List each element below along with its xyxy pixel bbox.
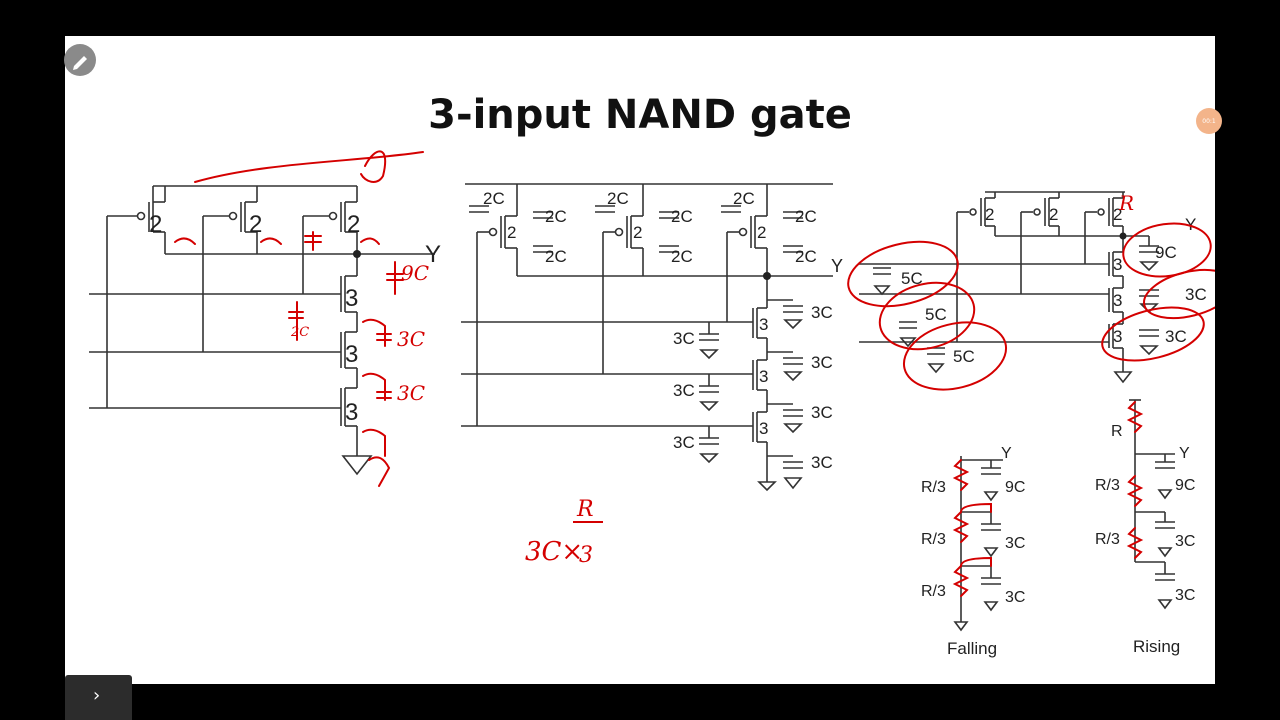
falling-resistor-3: R/3 bbox=[921, 583, 946, 600]
falling-rc-model bbox=[953, 456, 1003, 632]
rising-cap-3: 3C bbox=[1175, 587, 1195, 604]
right-pmos-width-2: 2 bbox=[1049, 205, 1058, 224]
right-input-cap-3: 5C bbox=[953, 347, 975, 366]
middle-schematic bbox=[461, 183, 833, 492]
mid-gate-cap-3: 3C bbox=[673, 433, 695, 452]
falling-caption: Falling bbox=[947, 639, 997, 658]
rising-cap-1: 9C bbox=[1175, 477, 1195, 494]
left-output-y: Y bbox=[425, 241, 441, 268]
mid-nmos-width-2: 3 bbox=[759, 367, 768, 386]
ink-formula-denominator: 3 bbox=[579, 543, 593, 568]
right-nmos-width-1: 3 bbox=[1113, 255, 1122, 274]
mid-nmos-width-3: 3 bbox=[759, 419, 768, 438]
ink-label-9c: 9C bbox=[401, 261, 429, 285]
mid-gate-cap-1: 3C bbox=[673, 329, 695, 348]
falling-cap-3: 3C bbox=[1005, 589, 1025, 606]
ink-formula-numerator: R bbox=[576, 497, 594, 522]
mid-pmos-width-3: 2 bbox=[757, 223, 766, 242]
right-input-cap-1: 5C bbox=[901, 269, 923, 288]
falling-cap-1: 9C bbox=[1005, 479, 1025, 496]
mid-node-cap-3: 3C bbox=[811, 403, 833, 422]
falling-resistor-1: R/3 bbox=[921, 479, 946, 496]
mid-cap-8: 2C bbox=[795, 207, 817, 226]
mid-cap-1: 2C bbox=[483, 189, 505, 208]
rising-caption: Rising bbox=[1133, 637, 1180, 656]
rising-cap-2: 3C bbox=[1175, 533, 1195, 550]
ink-formula: 3C× bbox=[525, 537, 583, 567]
mid-node-cap-1: 3C bbox=[811, 303, 833, 322]
right-output-cap: 9C bbox=[1155, 243, 1177, 262]
mid-gate-cap-2: 3C bbox=[673, 381, 695, 400]
ink-strokes bbox=[174, 150, 1215, 597]
falling-resistor-2: R/3 bbox=[921, 531, 946, 548]
left-pmos-width-3: 2 bbox=[347, 211, 360, 238]
mid-cap-5: 2C bbox=[671, 207, 693, 226]
mid-node-cap-2: 3C bbox=[811, 353, 833, 372]
left-pmos-width-2: 2 bbox=[249, 211, 262, 238]
mid-pmos-width-1: 2 bbox=[507, 223, 516, 242]
ink-pullup-r: R bbox=[1118, 191, 1134, 215]
mid-nmos-width-1: 3 bbox=[759, 315, 768, 334]
rising-resistor-2: R/3 bbox=[1095, 477, 1120, 494]
timer-badge: 00:1 bbox=[1196, 108, 1222, 134]
slide-title: 3-input NAND gate bbox=[428, 92, 852, 138]
mid-cap-6: 2C bbox=[671, 247, 693, 266]
right-pmos-width-3: 2 bbox=[1113, 205, 1122, 224]
mid-cap-2: 2C bbox=[545, 207, 567, 226]
falling-output-y: Y bbox=[1001, 445, 1012, 462]
falling-cap-2: 3C bbox=[1005, 535, 1025, 552]
mid-pmos-width-2: 2 bbox=[633, 223, 642, 242]
right-internal-cap-1: 3C bbox=[1185, 285, 1207, 304]
right-nmos-width-2: 3 bbox=[1113, 291, 1122, 310]
right-nmos-width-3: 3 bbox=[1113, 327, 1122, 346]
chevron-right-icon: › bbox=[93, 685, 101, 706]
rising-rc-model bbox=[1129, 399, 1175, 610]
right-pmos-width-1: 2 bbox=[985, 205, 994, 224]
rising-resistor-3: R/3 bbox=[1095, 531, 1120, 548]
mid-cap-9: 2C bbox=[795, 247, 817, 266]
left-nmos-width-1: 3 bbox=[345, 285, 358, 312]
ink-label-3c-1: 3C bbox=[397, 327, 425, 351]
ink-label-3c-2: 3C bbox=[397, 381, 425, 405]
right-internal-cap-2: 3C bbox=[1165, 327, 1187, 346]
right-input-cap-2: 5C bbox=[925, 305, 947, 324]
mid-cap-7: 2C bbox=[733, 189, 755, 208]
left-nmos-width-2: 3 bbox=[345, 341, 358, 368]
mid-cap-4: 2C bbox=[607, 189, 629, 208]
ink-label-2c: 2C bbox=[290, 325, 309, 340]
left-nmos-width-3: 3 bbox=[345, 399, 358, 426]
left-schematic bbox=[89, 185, 435, 476]
slide: 3-input NAND gate bbox=[65, 36, 1215, 684]
right-schematic bbox=[859, 191, 1159, 384]
left-pmos-width-1: 2 bbox=[149, 211, 162, 238]
slide-nav-button[interactable]: › bbox=[65, 675, 132, 720]
mid-cap-3: 2C bbox=[545, 247, 567, 266]
right-output-y: Y bbox=[1185, 215, 1196, 234]
mid-node-cap-4: 3C bbox=[811, 453, 833, 472]
nand-schematics: 2 2 2 3 3 3 Y 2C 2C 2C 2C 2C 2C 2C 2C 2C… bbox=[89, 150, 1215, 658]
rising-output-y: Y bbox=[1179, 445, 1190, 462]
rising-resistor-1: R bbox=[1111, 423, 1123, 440]
mid-output-y: Y bbox=[831, 256, 843, 276]
pencil-icon[interactable] bbox=[64, 44, 96, 76]
